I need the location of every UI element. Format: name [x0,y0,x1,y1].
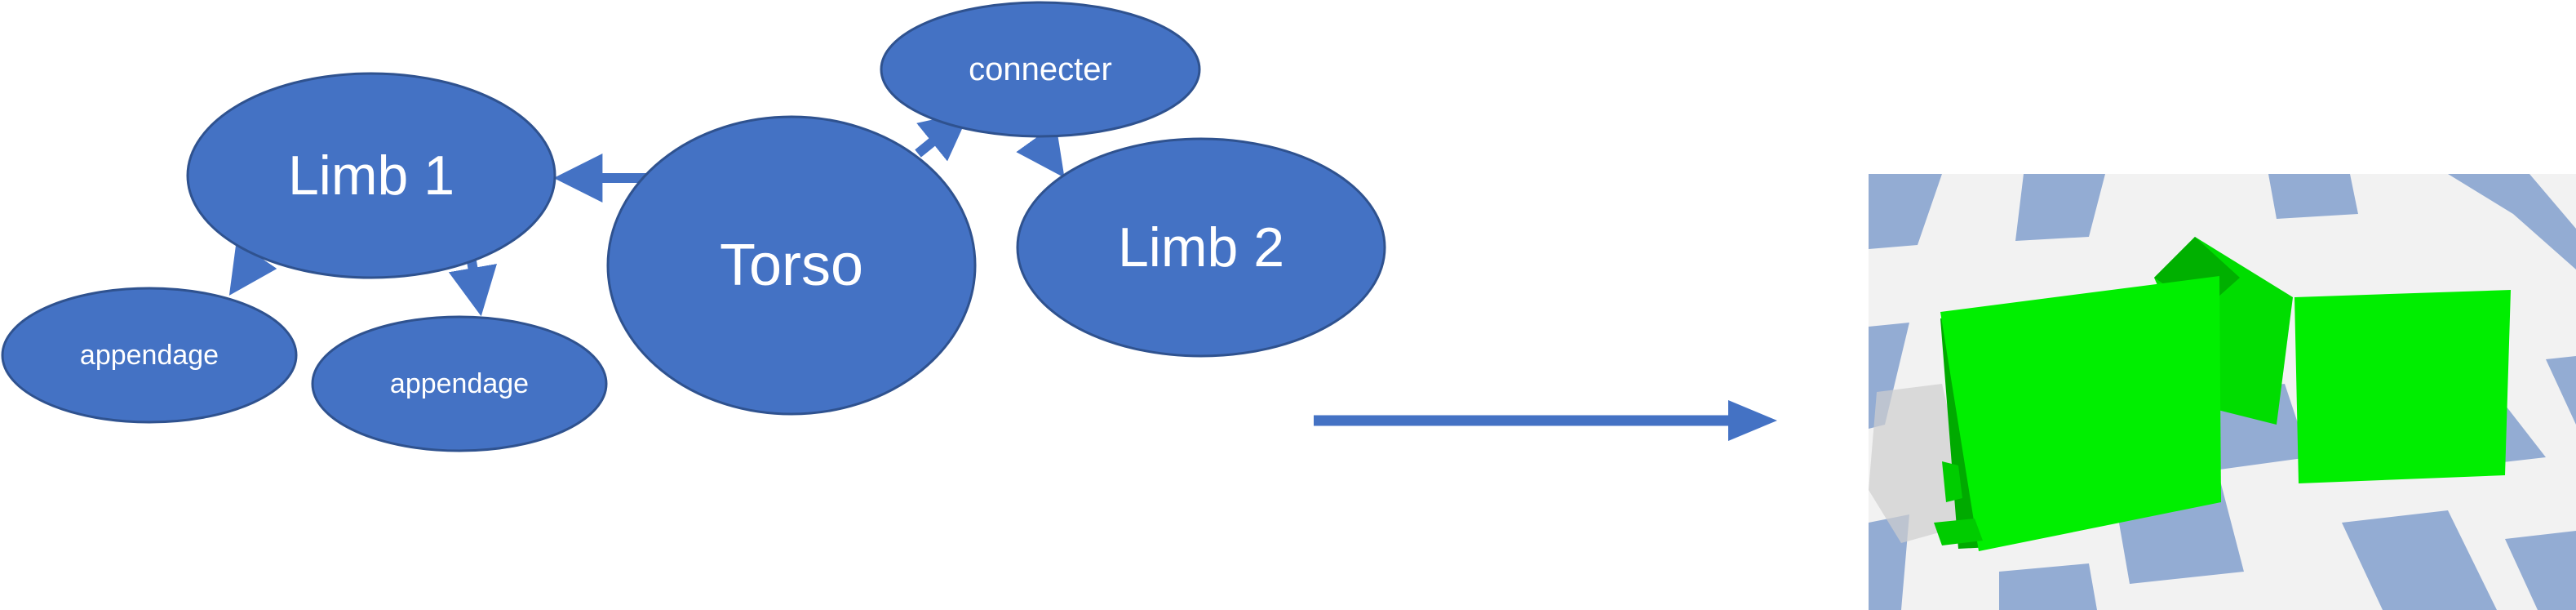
edge-connecter-limb2 [1016,123,1065,178]
node-limb2-label: Limb 2 [1118,216,1284,278]
appendage-block-1 [1942,461,1962,502]
robot-render-icon [1934,237,2511,551]
arrow-right-icon [1314,400,1777,441]
node-appendage-right: appendage [311,315,608,452]
node-connecter: connecter [880,1,1201,138]
edges [228,111,1065,317]
node-limb2-shape [1016,137,1386,358]
edge-torso-connecter [915,111,970,162]
edge-limb1-appendage-left [228,241,277,296]
node-limb2: Limb 2 [1016,137,1386,358]
node-limb1-shape [186,72,556,279]
edge-limb1-appendage-right [448,260,497,317]
node-appendage-left-label: appendage [80,340,219,371]
node-connecter-shape [880,1,1201,138]
robot-shadow [1869,384,1975,543]
node-limb1-label: Limb 1 [288,145,454,207]
torso-block [1940,276,2221,551]
floor-tiles [1869,174,2576,610]
node-appendage-left-shape [1,287,298,424]
node-torso-label: Torso [720,233,863,298]
node-connecter-label: connecter [969,51,1112,87]
node-limb1: Limb 1 [186,72,556,279]
node-appendage-right-shape [311,315,608,452]
node-appendage-right-label: appendage [390,368,529,399]
appendage-block-2 [1934,519,1983,545]
node-appendage-left: appendage [1,287,298,424]
node-torso: Torso [606,115,977,416]
render-panel [1869,174,2576,610]
limb-block [2294,290,2511,483]
node-torso-shape [606,115,977,416]
